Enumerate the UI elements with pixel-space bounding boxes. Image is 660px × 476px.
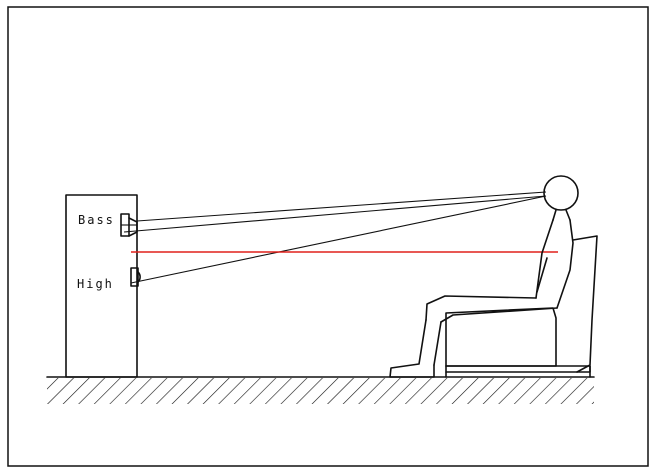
diagram-border bbox=[7, 6, 649, 467]
bass-label: Bass bbox=[78, 213, 115, 227]
listener-figure bbox=[389, 175, 579, 378]
high-label: High bbox=[77, 277, 114, 291]
high-driver bbox=[130, 267, 141, 287]
high-sound-path bbox=[130, 195, 547, 284]
floor bbox=[46, 376, 595, 404]
bass-sound-path-lower bbox=[123, 195, 547, 233]
bass-sound-path-upper bbox=[136, 191, 547, 222]
listener-head bbox=[543, 175, 579, 211]
bass-driver bbox=[120, 213, 138, 237]
armchair bbox=[445, 235, 598, 378]
